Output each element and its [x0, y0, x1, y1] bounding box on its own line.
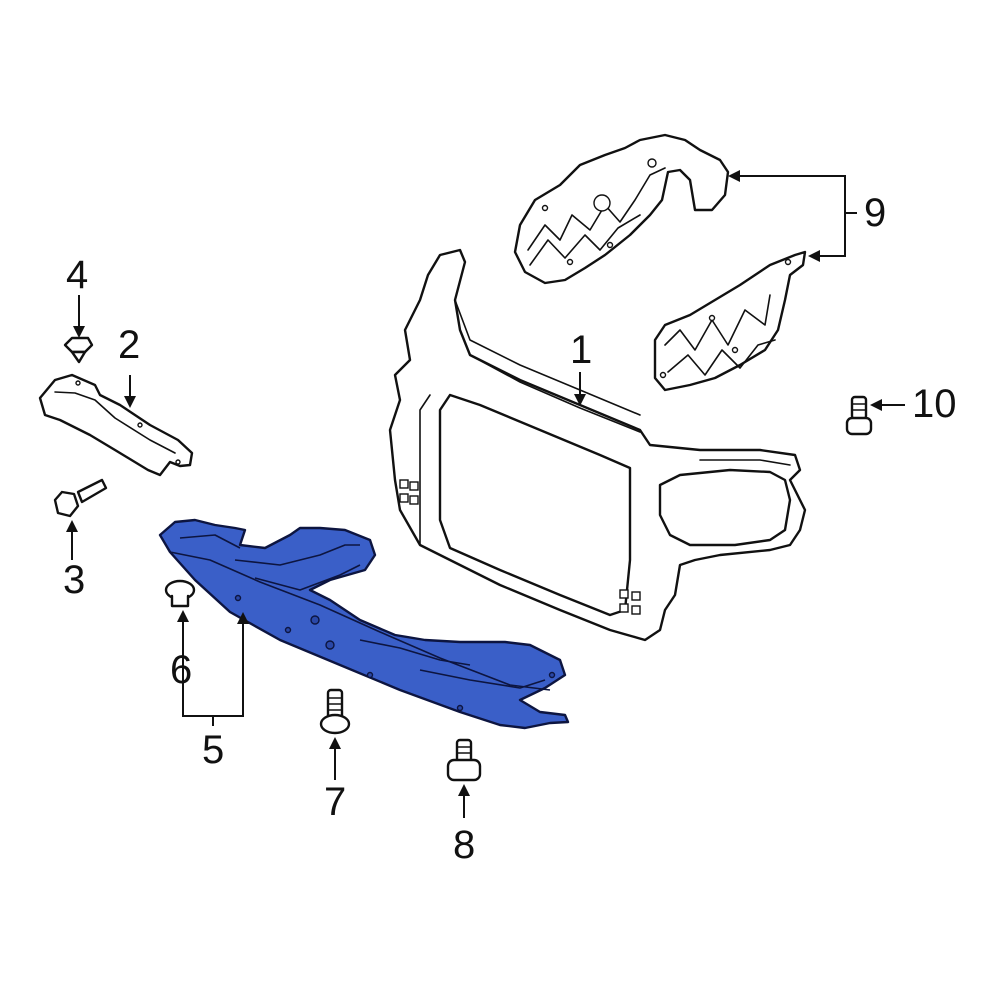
- lower-splash-shield[interactable]: [158, 518, 570, 730]
- callout-1: 1: [570, 328, 593, 372]
- callout-5: 5: [202, 728, 225, 772]
- push-clip[interactable]: [164, 579, 196, 608]
- screw[interactable]: [845, 395, 873, 436]
- upper-shield-b[interactable]: [653, 250, 807, 392]
- callout-2: 2: [118, 323, 141, 367]
- bracket[interactable]: [38, 373, 194, 477]
- callout-10: 10: [912, 382, 957, 426]
- callout-6: 6: [170, 648, 193, 692]
- stud[interactable]: [446, 738, 482, 782]
- callout-3: 3: [63, 558, 86, 602]
- callout-9: 9: [864, 191, 887, 235]
- callout-7: 7: [324, 780, 347, 824]
- callout-4: 4: [66, 253, 89, 297]
- upper-shield-a[interactable]: [513, 133, 730, 285]
- radiator-support[interactable]: [388, 248, 807, 642]
- callout-8: 8: [453, 823, 476, 867]
- leader-lines: [66, 170, 905, 818]
- clip[interactable]: [63, 336, 94, 364]
- bolt[interactable]: [53, 478, 108, 518]
- flange-bolt[interactable]: [319, 688, 351, 735]
